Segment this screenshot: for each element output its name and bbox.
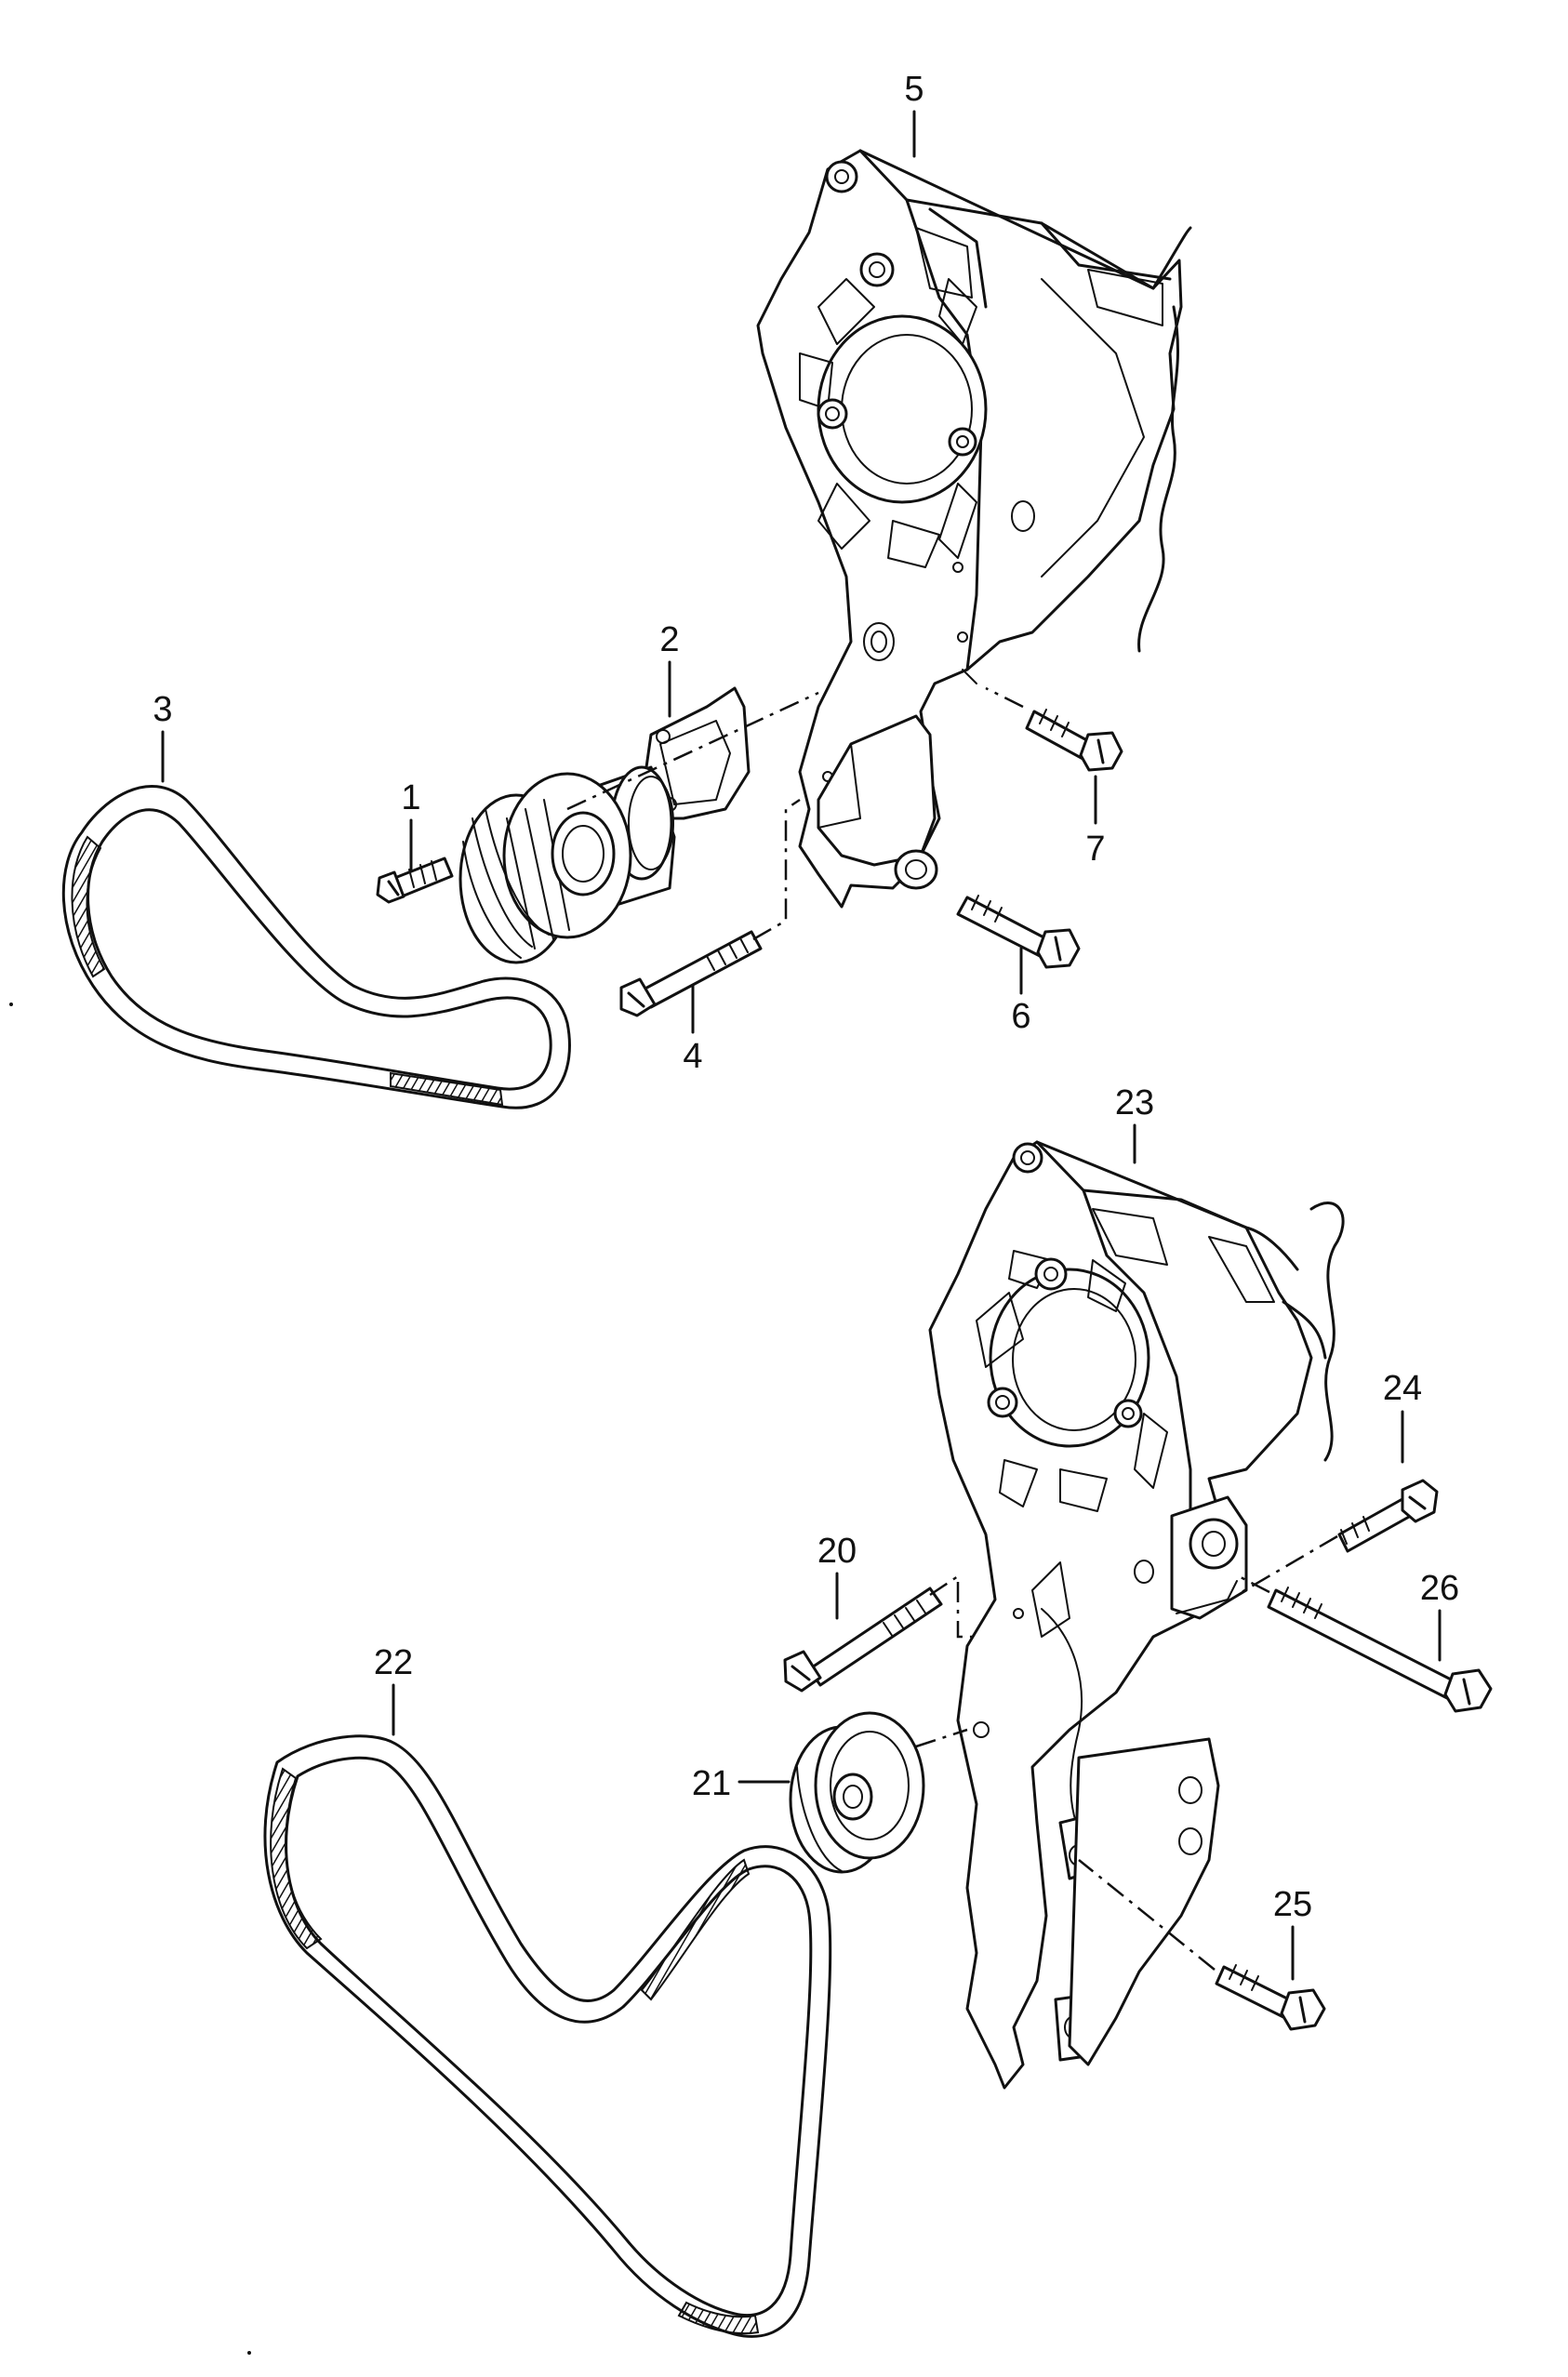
callout-3: 3 bbox=[153, 690, 173, 783]
bolt-25 bbox=[1078, 1859, 1326, 2031]
axis-line-lower bbox=[915, 1728, 968, 1748]
svg-text:26: 26 bbox=[1420, 1569, 1459, 1608]
callout-1: 1 bbox=[401, 778, 421, 871]
bolt-6 bbox=[956, 895, 1081, 969]
svg-text:4: 4 bbox=[683, 1037, 702, 1076]
svg-text:6: 6 bbox=[1011, 997, 1030, 1036]
bolt-24 bbox=[1236, 1479, 1439, 1597]
bolt-26 bbox=[1238, 1574, 1493, 1713]
callout-5: 5 bbox=[904, 70, 924, 158]
ribbed-belt-upper bbox=[61, 785, 571, 1109]
callout-21: 21 bbox=[692, 1764, 791, 1803]
stray-mark bbox=[247, 2351, 251, 2355]
ribbed-belt-lower bbox=[263, 1734, 832, 2338]
svg-text:7: 7 bbox=[1085, 830, 1105, 869]
tensioner-pulley bbox=[458, 772, 632, 964]
callout-7: 7 bbox=[1085, 775, 1106, 869]
svg-text:2: 2 bbox=[659, 620, 679, 659]
svg-text:21: 21 bbox=[692, 1764, 731, 1803]
bolt-1 bbox=[376, 857, 454, 904]
svg-text:20: 20 bbox=[817, 1532, 857, 1571]
bracket-lower bbox=[928, 1140, 1345, 2090]
svg-text:5: 5 bbox=[904, 70, 924, 109]
callout-2: 2 bbox=[659, 620, 680, 718]
svg-text:24: 24 bbox=[1383, 1369, 1422, 1408]
callout-6: 6 bbox=[1011, 947, 1031, 1036]
callout-24: 24 bbox=[1383, 1369, 1422, 1464]
callout-25: 25 bbox=[1273, 1885, 1312, 1981]
callout-20: 20 bbox=[817, 1532, 857, 1620]
bracket-upper bbox=[756, 149, 1192, 909]
stray-mark bbox=[9, 1003, 13, 1006]
callout-4: 4 bbox=[683, 984, 703, 1076]
svg-text:22: 22 bbox=[374, 1643, 413, 1682]
callout-26: 26 bbox=[1420, 1569, 1459, 1662]
axis-line-upper bbox=[566, 691, 819, 811]
bolt-7 bbox=[985, 686, 1123, 772]
svg-text:1: 1 bbox=[401, 778, 420, 817]
bolt-4 bbox=[619, 798, 801, 1017]
bolt-20 bbox=[783, 1574, 977, 1693]
callout-22: 22 bbox=[374, 1643, 413, 1736]
idler-pulley bbox=[789, 1711, 925, 1874]
svg-text:25: 25 bbox=[1273, 1885, 1312, 1924]
svg-text:3: 3 bbox=[153, 690, 172, 729]
callout-23: 23 bbox=[1115, 1083, 1154, 1164]
svg-text:23: 23 bbox=[1115, 1083, 1154, 1122]
